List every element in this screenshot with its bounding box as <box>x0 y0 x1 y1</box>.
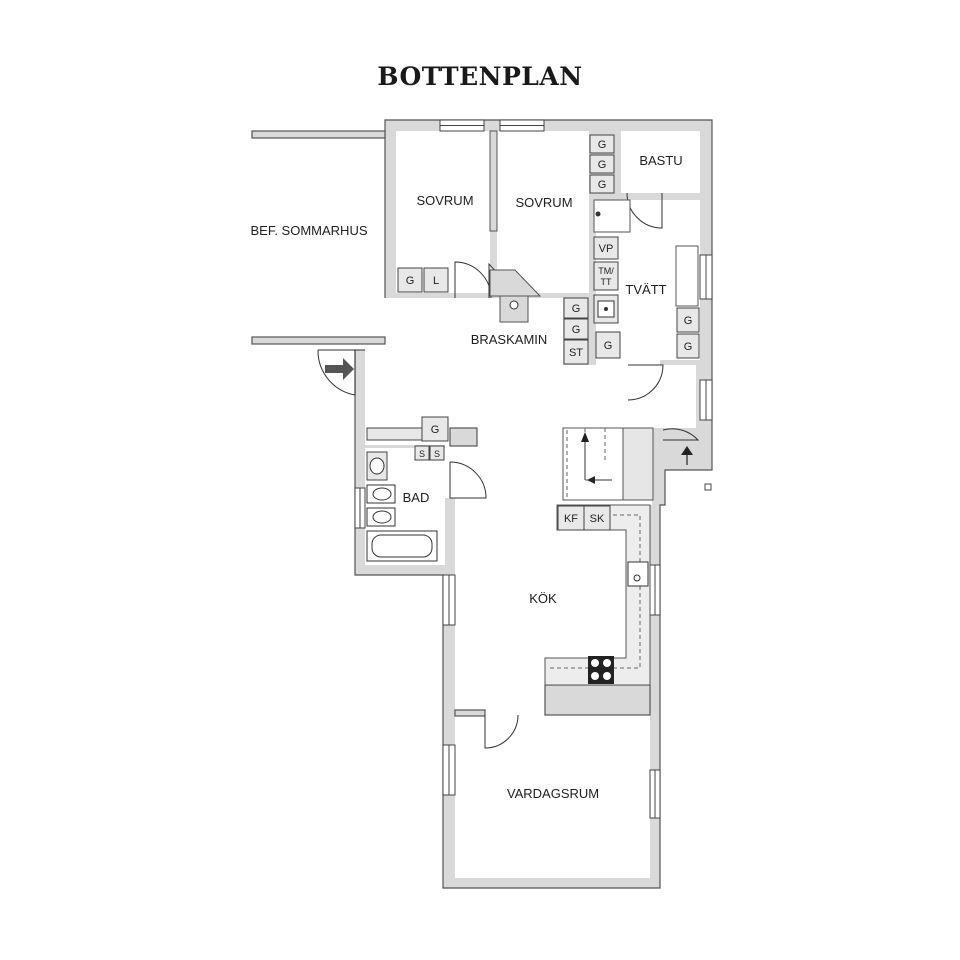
svg-text:G: G <box>406 275 415 287</box>
stove-icon <box>588 656 614 684</box>
bad-wall-block <box>449 427 478 447</box>
cabinet-g-tvatt-3 <box>676 333 700 359</box>
cabinet-g-tvatt-2 <box>676 307 700 333</box>
cabinet-sk <box>583 505 611 531</box>
bastu-bench <box>593 199 631 233</box>
svg-text:G: G <box>604 340 613 352</box>
room-label-bastu: BASTU <box>639 153 682 168</box>
svg-text:ST: ST <box>569 347 583 359</box>
room-labels: SOVRUM SOVRUM BEF. SOMMARHUS BASTU TVÄTT… <box>250 153 682 801</box>
cabinet-g-hall-1 <box>563 297 589 319</box>
laundry-counter <box>675 245 699 307</box>
svg-text:G: G <box>431 424 440 436</box>
cabinet-g-tvatt-1 <box>595 331 621 359</box>
svg-text:G: G <box>684 341 693 353</box>
svg-text:S: S <box>419 449 425 459</box>
staircase <box>562 427 654 501</box>
cabinets: G G G G L VP TM/ TT G G ST G G G G <box>397 134 700 531</box>
svg-text:SK: SK <box>590 513 605 525</box>
svg-text:G: G <box>598 179 607 191</box>
side-entrance-arrow-icon <box>681 446 693 465</box>
room-label-sovrum-2: SOVRUM <box>515 195 572 210</box>
cabinet-g-3 <box>589 174 615 194</box>
svg-text:VP: VP <box>599 243 614 255</box>
cabinet-vp <box>593 236 619 260</box>
fireplace-wall <box>489 269 542 297</box>
small-marker <box>704 483 712 491</box>
room-label-bad: BAD <box>403 490 430 505</box>
room-label-braskamin: BRASKAMIN <box>471 332 548 347</box>
cabinet-g-hall-2 <box>563 318 589 340</box>
kitchen-living-wall <box>544 684 651 716</box>
cabinet-s-2 <box>429 445 445 461</box>
cabinet-kf <box>557 505 585 531</box>
existing-summerhouse-lines <box>251 130 386 345</box>
laundry-fixtures <box>593 199 699 324</box>
room-label-tvatt: TVÄTT <box>625 282 666 297</box>
kitchen-sink-icon <box>627 561 649 587</box>
cabinet-st <box>563 339 589 365</box>
room-label-kok: KÖK <box>529 591 557 606</box>
svg-text:G: G <box>684 315 693 327</box>
room-label-bef-sommarhus: BEF. SOMMARHUS <box>250 223 367 238</box>
svg-text:TT: TT <box>601 277 612 287</box>
cabinet-tm-tt <box>593 261 619 291</box>
kitchen-living-wall-stub <box>454 709 486 717</box>
svg-text:S: S <box>434 449 440 459</box>
kitchen-counters <box>544 504 651 686</box>
sink-icon <box>369 457 385 475</box>
room-label-sovrum-1: SOVRUM <box>416 193 473 208</box>
cabinet-l-sovrum <box>423 267 449 293</box>
cabinet-s-1 <box>414 445 430 461</box>
svg-text:G: G <box>572 303 581 315</box>
cabinet-g-1 <box>589 134 615 154</box>
cabinet-g-bad <box>421 416 449 442</box>
svg-text:G: G <box>598 159 607 171</box>
svg-text:KF: KF <box>564 513 578 525</box>
room-label-vardagsrum: VARDAGSRUM <box>507 786 599 801</box>
svg-text:L: L <box>433 275 439 287</box>
svg-text:TM/: TM/ <box>598 266 614 276</box>
cabinet-g-2 <box>589 154 615 174</box>
cabinet-g-sovrum <box>397 267 423 293</box>
svg-text:G: G <box>598 139 607 151</box>
windows <box>354 119 713 819</box>
entrance-arrow-icon <box>325 358 354 380</box>
stair-up-arrow-icon <box>581 432 589 442</box>
fireplace <box>499 295 529 323</box>
plan-title: BOTTENPLAN <box>377 62 583 91</box>
svg-text:G: G <box>572 324 581 336</box>
